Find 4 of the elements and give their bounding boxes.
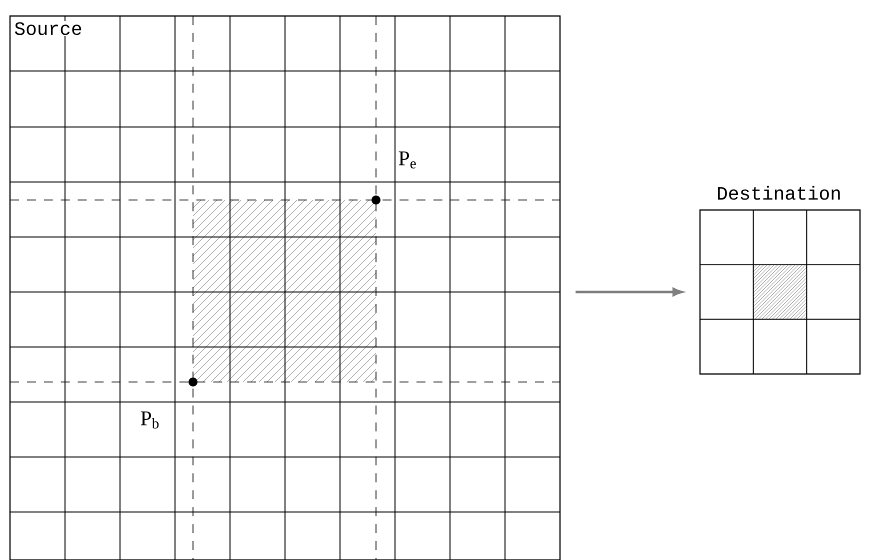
grid-heading: Source (13, 21, 84, 36)
grid-heading: Destination (718, 186, 840, 200)
point-label: P$_{e}$ (398, 152, 416, 168)
point-label: P$_{b}$ (140, 412, 159, 428)
